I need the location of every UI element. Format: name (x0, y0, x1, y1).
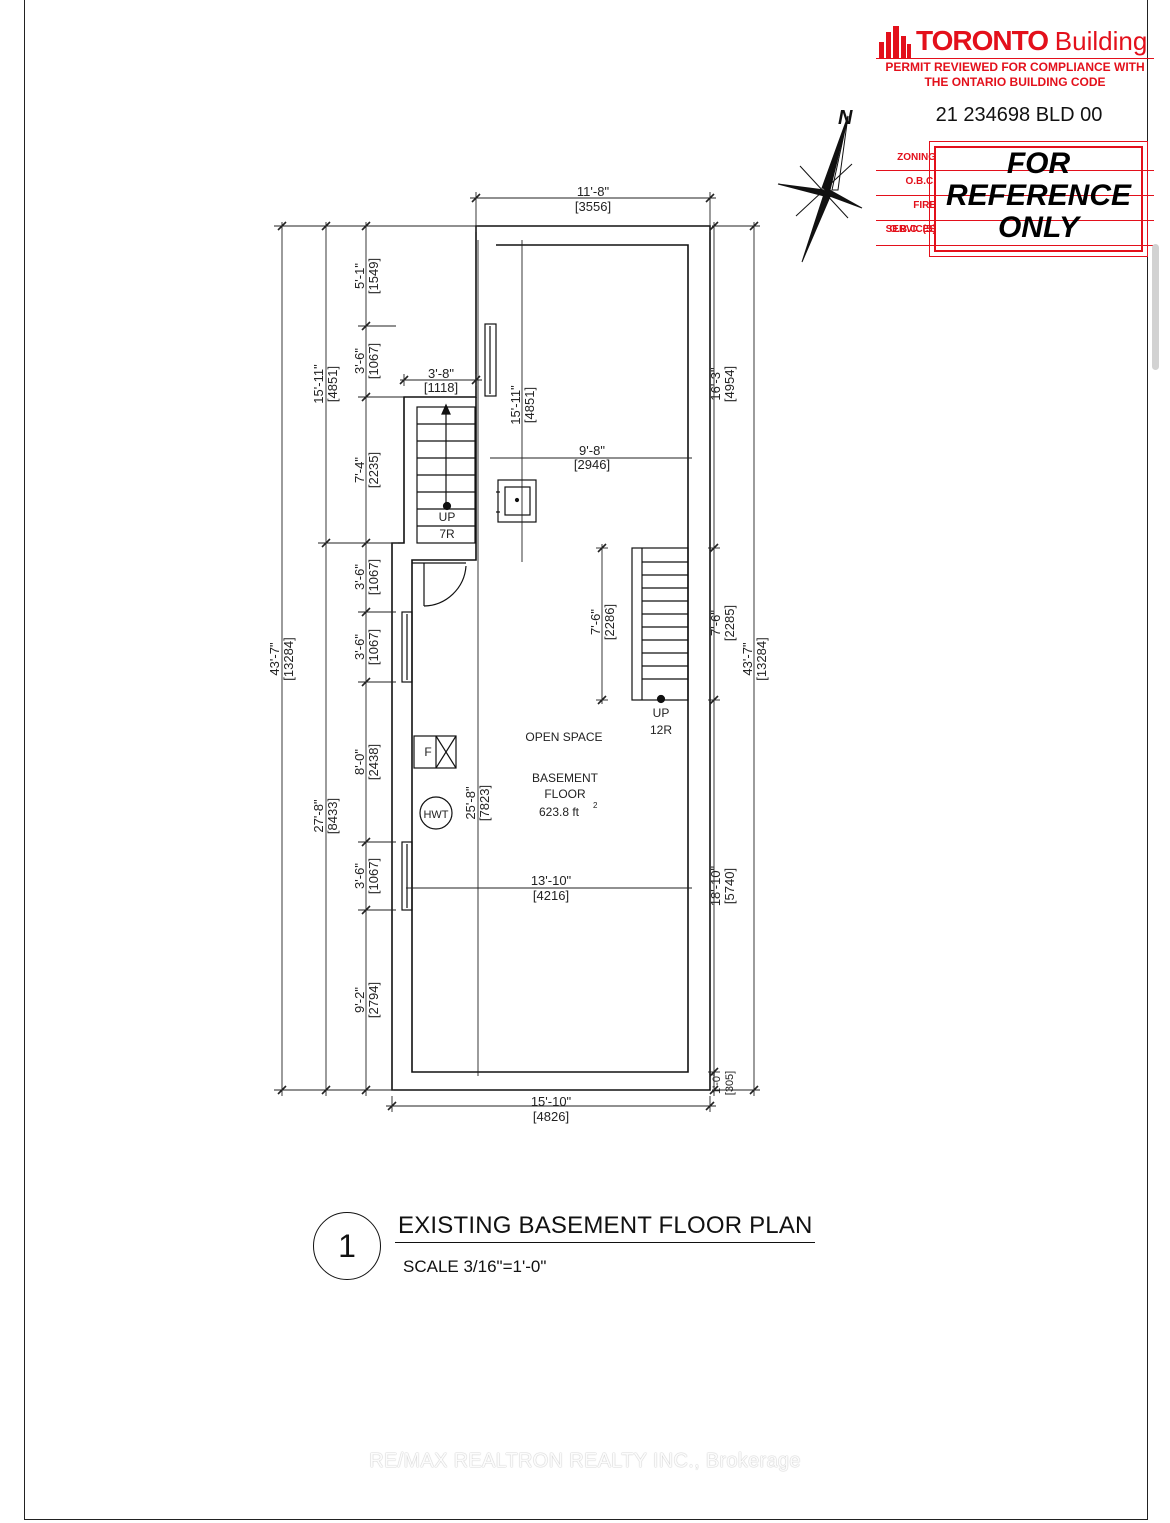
door (412, 562, 467, 607)
brokerage-watermark: RE/MAX REALTRON REALTY INC., Brokerage (369, 1450, 801, 1472)
drawing-number: 1 (313, 1212, 381, 1280)
dim-bottom-width: 15'-10" (531, 1094, 572, 1109)
scrollbar-thumb[interactable] (1152, 244, 1159, 370)
furnace-icon (413, 735, 457, 769)
dim-inner-lower-height-mm: [7823] (477, 785, 492, 821)
dim-left-seg7: 3'-6" (352, 863, 367, 889)
brand-name: TORONTO (916, 25, 1049, 56)
north-label: N (838, 107, 853, 129)
windows (401, 323, 497, 911)
stair-left-up: UP (439, 510, 456, 524)
ref-line-3: ONLY (997, 211, 1080, 244)
dim-left-total: 43'-7" (267, 642, 282, 676)
room-label: OPEN SPACE (525, 730, 602, 744)
dim-right-seg3: 18'-10" (708, 865, 723, 906)
stamp-rows (876, 146, 1154, 246)
floor-label-2: FLOOR (544, 787, 586, 801)
dim-right-seg2-mm: [2285] (722, 605, 737, 641)
dim-inner-lower-height: 25'-8" (463, 786, 478, 820)
dim-stair-run: 7'-6" (588, 609, 603, 635)
dim-left-seg5-mm: [1067] (366, 629, 381, 665)
stair-left (416, 403, 476, 544)
dim-right-seg2: 7'-6" (708, 610, 723, 636)
dimension-lines (274, 192, 760, 1112)
dim-inner-lower-width: 13'-10" (531, 873, 572, 888)
dim-stair-width-mm: [1118] (424, 380, 458, 395)
city-skyline-icon (879, 26, 911, 58)
dim-inner-upper-height-mm: [4851] (522, 387, 537, 423)
dim-right-seg1: 16'-3" (708, 367, 723, 401)
dim-right-seg3-mm: [5740] (722, 868, 737, 904)
dim-left-lower: 27'-8" (311, 799, 326, 833)
dim-inner-upper-height: 15'-11" (508, 385, 523, 425)
dim-stair-run-mm: [2286] (602, 604, 617, 640)
toronto-building-logo: TORONTO Building (878, 18, 1147, 64)
ref-line-1: FOR (1006, 147, 1071, 180)
permit-number: 21 234698 BLD 00 (935, 104, 1103, 126)
floor-area-unit-sup: 2 (593, 801, 598, 810)
dim-left-upper-mm: [4851] (325, 366, 340, 402)
dim-left-seg4: 3'-6" (352, 564, 367, 590)
stamp-divider (876, 58, 1154, 59)
stamp-row-labels: ZONING O.B.C. FIRE SERVICES O.B.C. (S) (876, 146, 938, 242)
reference-only-stamp: FOR REFERENCE ONLY (929, 141, 1148, 257)
dim-top-width-mm: [3556] (575, 199, 611, 214)
dim-right-seg1-mm: [4954] (722, 366, 737, 402)
water-heater-icon (419, 796, 453, 830)
floor-area: 623.8 ft (539, 805, 580, 819)
dim-left-seg3-mm: [2235] (366, 452, 381, 488)
dim-left-seg8-mm: [2794] (366, 982, 381, 1018)
stair-left-risers: 7R (439, 527, 455, 541)
dim-right-seg4-mm: [305] (724, 1071, 736, 1095)
row-label-obc: O.B.C. (905, 176, 936, 187)
dim-left-lower-mm: [8433] (325, 798, 340, 834)
dim-left-seg4-mm: [1067] (366, 559, 381, 595)
floor-label-1: BASEMENT (532, 771, 599, 785)
dim-left-seg5: 3'-6" (352, 634, 367, 660)
dim-right-total: 43'-7" (740, 642, 755, 676)
dim-left-seg2: 3'-6" (352, 348, 367, 374)
dim-left-seg8: 9'-2" (352, 987, 367, 1013)
brand-suffix: Building (1054, 26, 1148, 56)
dim-right-total-mm: [13284] (754, 637, 769, 680)
furnace-label: F (424, 745, 431, 759)
dim-right-seg4: 1'-0" (711, 1072, 723, 1094)
dim-left-seg7-mm: [1067] (366, 858, 381, 894)
drawing-title: EXISTING BASEMENT FLOOR PLAN (398, 1212, 813, 1239)
dim-inner-upper-width-mm: [2946] (574, 457, 610, 472)
drawing-scale: SCALE 3/16"=1'-0" (403, 1257, 547, 1276)
stair-right-risers: 12R (650, 723, 672, 737)
dim-left-seg6: 8'-0" (352, 749, 367, 775)
permit-note: PERMIT REVIEWED FOR COMPLIANCE WITH THE … (876, 60, 1154, 90)
dim-left-seg1: 5'-1" (352, 263, 367, 289)
drawing-sheet (24, 0, 1148, 1520)
dim-top-width: 11'-8" (577, 184, 610, 199)
row-label-zoning: ZONING (897, 152, 936, 163)
dim-bottom-width-mm: [4826] (533, 1109, 569, 1124)
dim-stair-width: 3'-8" (428, 366, 454, 381)
exterior-walls (391, 225, 711, 1091)
dim-inner-upper-width: 9'-8" (579, 443, 605, 458)
permit-line-1: PERMIT REVIEWED FOR COMPLIANCE WITH (885, 60, 1145, 74)
ref-line-2: REFERENCE (945, 179, 1132, 212)
dim-left-total-mm: [13284] (281, 637, 296, 680)
dim-left-seg2-mm: [1067] (366, 343, 381, 379)
stair-right (631, 547, 689, 704)
dim-left-seg6-mm: [2438] (366, 744, 381, 780)
sink-icon (496, 479, 537, 523)
dim-left-upper: 15'-11" (311, 364, 326, 404)
title-underline (395, 1242, 815, 1243)
dim-inner-lower-width-mm: [4216] (533, 888, 569, 903)
stair-right-up: UP (653, 706, 670, 720)
dim-left-seg3: 7'-4" (352, 457, 367, 483)
north-arrow-icon: N (777, 107, 863, 263)
row-label-fire-services: FIRE SERVICES (885, 200, 936, 235)
permit-stamp: TORONTO Building PERMIT REVIEWED FOR COM… (874, 10, 1159, 272)
dim-left-seg1-mm: [1549] (366, 258, 381, 294)
row-label-obc-s: O.B.C. (S) (889, 224, 936, 235)
permit-line-2: THE ONTARIO BUILDING CODE (924, 75, 1106, 89)
hwt-label: HWT (423, 809, 448, 821)
